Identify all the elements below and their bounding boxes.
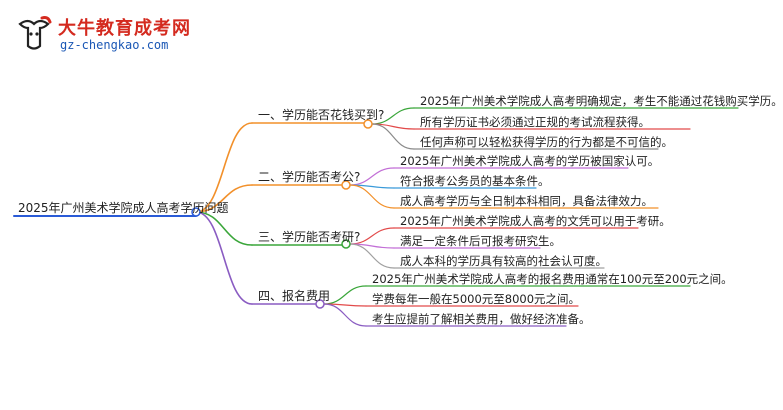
root-topic: 2025年广州美术学院成人高考学历问题 xyxy=(18,201,229,215)
site-logo[interactable]: 大牛教育成考网 gz-chengkao.com xyxy=(8,8,198,54)
leaf-connector xyxy=(323,285,367,305)
mindmap-connectors xyxy=(13,107,739,327)
branch-label-fees: 四、报名费用 xyxy=(258,289,331,303)
branch-label-buy: 一、学历能否花钱买到? xyxy=(258,108,385,122)
collapse-toggle[interactable] xyxy=(315,299,325,309)
branch-connector xyxy=(195,211,253,305)
collapse-toggle[interactable] xyxy=(363,119,373,129)
collapse-toggle[interactable] xyxy=(341,239,351,249)
logo-title: 大牛教育成考网 xyxy=(58,18,191,39)
branch-label-postgrad: 三、学历能否考研? xyxy=(258,230,361,244)
bull-logo-icon xyxy=(18,16,52,50)
collapse-toggle[interactable] xyxy=(341,180,351,190)
leaf-connector xyxy=(371,123,415,150)
leaf-connector xyxy=(323,303,367,327)
leaf-connector xyxy=(349,184,395,209)
branch-label-civil-service: 二、学历能否考公? xyxy=(258,170,361,184)
logo-url: gz-chengkao.com xyxy=(60,38,169,52)
leaf-item: 任何声称可以轻松获得学历的行为都是不可信的。 xyxy=(420,135,673,149)
leaf-connector xyxy=(349,243,395,269)
collapse-toggle[interactable] xyxy=(191,207,201,217)
branch-connector xyxy=(195,122,253,213)
leaf-item: 符合报考公务员的基本条件。 xyxy=(400,174,550,188)
branch-connector xyxy=(195,211,253,246)
leaf-item: 2025年广州美术学院成人高考的文凭可以用于考研。 xyxy=(400,214,671,228)
leaf-item: 考生应提前了解相关费用，做好经济准备。 xyxy=(372,312,591,326)
leaf-item: 2025年广州美术学院成人高考的报名费用通常在100元至200元之间。 xyxy=(372,272,733,286)
leaf-item: 满足一定条件后可报考研究生。 xyxy=(400,234,561,248)
leaf-item: 2025年广州美术学院成人高考明确规定，考生不能通过花钱购买学历。 xyxy=(420,94,783,108)
leaf-item: 成人高考学历与全日制本科相同，具备法律效力。 xyxy=(400,194,653,208)
branch-connector xyxy=(195,184,253,213)
leaf-item: 成人本科的学历具有较高的社会认可度。 xyxy=(400,254,607,268)
leaf-item: 所有学历证书必须通过正规的考试流程获得。 xyxy=(420,115,650,129)
leaf-item: 2025年广州美术学院成人高考的学历被国家认可。 xyxy=(400,154,660,168)
leaf-item: 学费每年一般在5000元至8000元之间。 xyxy=(372,292,581,306)
